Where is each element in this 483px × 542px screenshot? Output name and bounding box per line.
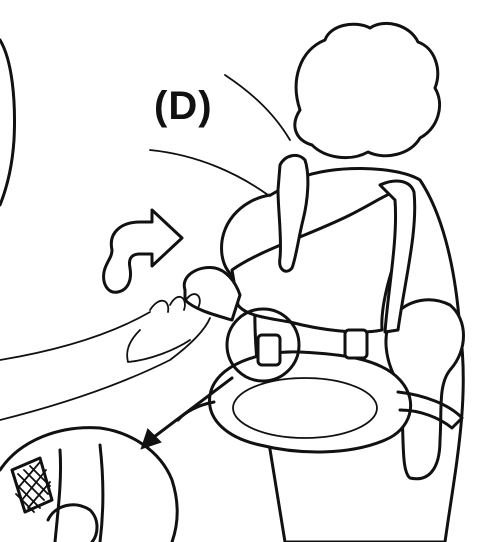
waist-belt — [210, 352, 411, 452]
buckle-left — [258, 335, 280, 365]
buckle-right — [345, 330, 367, 358]
helper-arm-lower — [225, 75, 290, 140]
helper-forearm — [0, 312, 210, 420]
callout-label: (D) — [154, 84, 213, 129]
curved-rotate-arrow-icon — [104, 210, 182, 292]
left-figure-outline — [0, 40, 14, 205]
helper-palm — [127, 330, 190, 362]
helper-arm-upper — [150, 150, 268, 195]
child-head — [295, 23, 440, 157]
